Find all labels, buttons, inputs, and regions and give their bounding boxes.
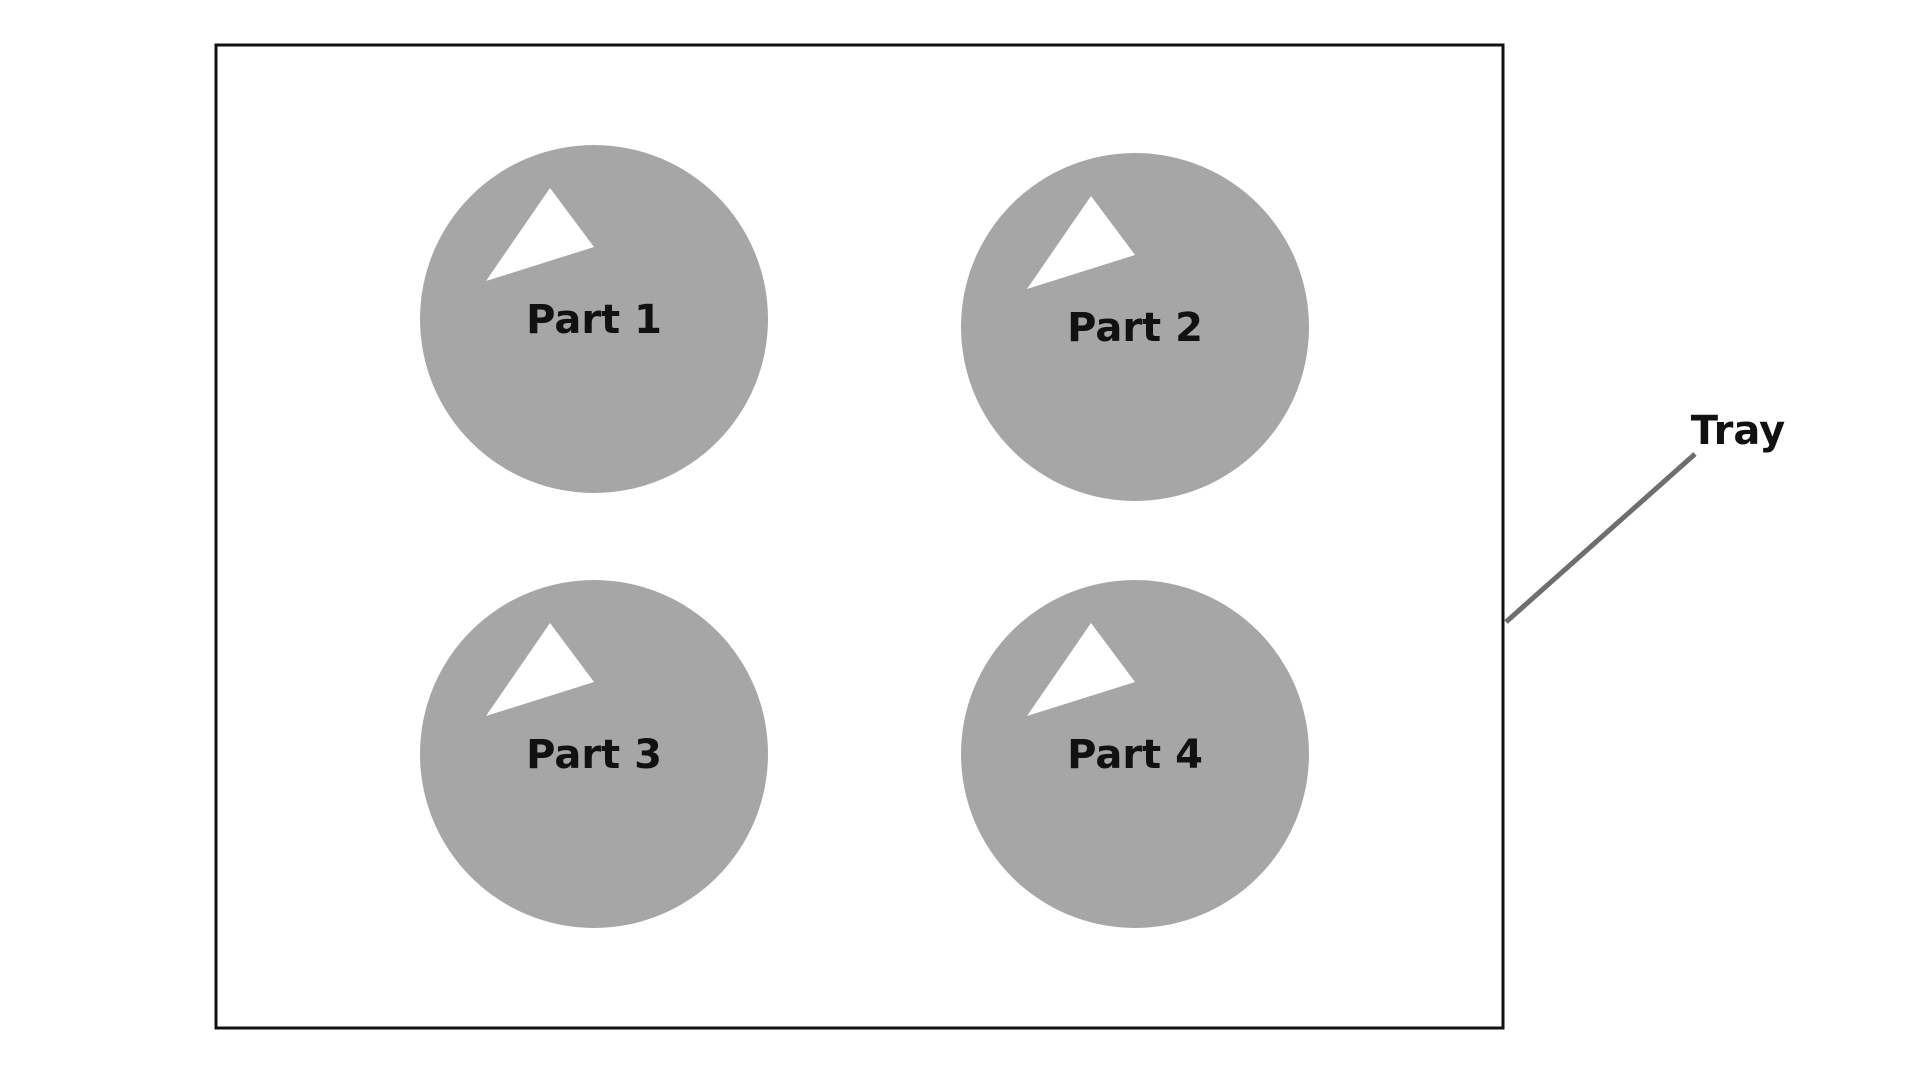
tray-label: Tray — [1691, 408, 1785, 454]
part-3-disc — [420, 580, 768, 928]
part-3-label: Part 3 — [526, 732, 662, 778]
part-4-notch — [1027, 623, 1135, 716]
part-3-notch — [486, 623, 594, 716]
tray-outline — [214, 43, 1505, 1030]
part-1-disc — [420, 145, 768, 493]
part-2-disc — [961, 153, 1309, 501]
part-2-label: Part 2 — [1067, 305, 1203, 351]
part-1: Part 1 — [420, 145, 768, 493]
tray-leader-line — [1504, 452, 1697, 624]
part-1-notch — [486, 188, 594, 281]
part-3: Part 3 — [420, 580, 768, 928]
part-4-label: Part 4 — [1067, 732, 1203, 778]
part-4-disc — [961, 580, 1309, 928]
part-2: Part 2 — [961, 153, 1309, 501]
part-4: Part 4 — [961, 580, 1309, 928]
part-2-notch — [1027, 196, 1135, 289]
part-1-label: Part 1 — [526, 297, 662, 343]
